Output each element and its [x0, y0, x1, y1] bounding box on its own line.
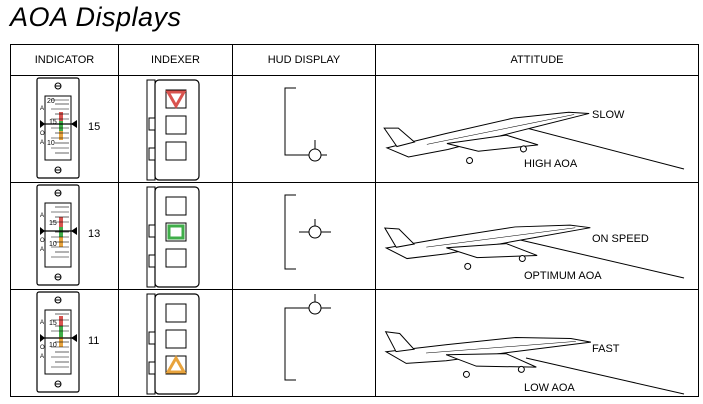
side-letter: A	[40, 354, 45, 360]
page-title: AOA Displays	[10, 2, 182, 32]
attitude-illustration: ON SPEED OPTIMUM AOA	[376, 183, 698, 289]
indexer-display	[119, 183, 232, 289]
speed-label: SLOW	[592, 109, 625, 121]
hud-display	[233, 290, 375, 396]
scale-low-label: 10	[47, 140, 55, 147]
side-letter: O	[40, 238, 45, 244]
indicator-gauge: 20 15 10 A O A 15	[11, 76, 118, 182]
side-letter: O	[40, 345, 45, 351]
header-row: INDICATOR INDEXER HUD DISPLAY ATTITUDE	[10, 44, 699, 76]
scale-low-label: 10	[49, 241, 57, 248]
aoa-value: 15	[88, 121, 101, 133]
scale-mid-label: 15	[49, 320, 57, 327]
side-letter: A	[40, 106, 45, 112]
attitude-label: OPTIMUM AOA	[524, 270, 602, 282]
scale-mid-label: 15	[49, 220, 57, 227]
scale-mid-label: 15	[49, 119, 57, 126]
scale-low-label: 10	[49, 342, 57, 349]
side-letter: A	[40, 140, 45, 146]
attitude-illustration: FAST LOW AOA	[376, 290, 698, 396]
hud-display	[233, 76, 375, 182]
side-letter: A	[40, 213, 45, 219]
side-letter: O	[40, 131, 45, 137]
attitude-label: LOW AOA	[524, 382, 575, 394]
header-indexer: INDEXER	[118, 44, 233, 76]
indexer-display	[119, 76, 232, 182]
header-indicator: INDICATOR	[10, 44, 119, 76]
attitude-illustration: SLOW HIGH AOA	[376, 76, 698, 182]
aoa-value: 13	[88, 228, 101, 240]
side-letter: A	[40, 320, 45, 326]
header-hud-display: HUD DISPLAY	[232, 44, 376, 76]
attitude-label: HIGH AOA	[524, 158, 578, 170]
indexer-display	[119, 290, 232, 396]
hud-display	[233, 183, 375, 289]
aoa-value: 11	[88, 335, 100, 347]
side-letter: A	[40, 247, 45, 253]
indicator-gauge: 15 10 A O A 11	[11, 290, 118, 396]
speed-label: ON SPEED	[592, 233, 649, 245]
table-row: 15 10 A O A 13	[10, 182, 699, 290]
scale-high-label: 20	[47, 98, 55, 105]
header-attitude: ATTITUDE	[375, 44, 699, 76]
table-row: 20 15 10 A O A 15	[10, 75, 699, 183]
indicator-gauge: 15 10 A O A 13	[11, 183, 118, 289]
aoa-displays-table: INDICATOR INDEXER HUD DISPLAY ATTITUDE	[10, 44, 699, 397]
table-row: 15 10 A O A 11	[10, 289, 699, 397]
speed-label: FAST	[592, 343, 620, 355]
